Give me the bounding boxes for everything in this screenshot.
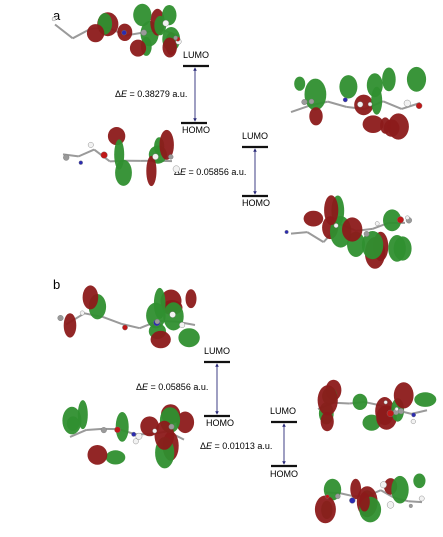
orbital-image-a-bottom-right	[284, 195, 413, 269]
homo-label: HOMO	[182, 125, 210, 135]
lumo-label: LUMO	[183, 50, 209, 60]
orbital-image-b-bottom-left	[62, 400, 195, 469]
lumo-label: LUMO	[270, 406, 296, 416]
homo-label: HOMO	[242, 198, 270, 208]
energy-level-pair-a1: LUMO HOMO ΔE = 0.38279 a.u.	[115, 50, 210, 135]
panel-label-a: a	[53, 8, 61, 23]
panel-label-b: b	[53, 277, 60, 292]
homo-label: HOMO	[206, 418, 234, 428]
energy-level-pair-b1: LUMO HOMO ΔE = 0.05856 a.u.	[136, 346, 234, 428]
orbital-image-b-mid-right	[317, 379, 437, 432]
orbital-image-b-top-left	[57, 285, 200, 349]
energy-gap-label: ΔE = 0.05856 a.u.	[136, 382, 208, 392]
energy-gap-label: ΔE = 0.01013 a.u.	[200, 441, 272, 451]
energy-level-pair-a2: LUMO HOMO ΔE = 0.05856 a.u.	[174, 131, 270, 208]
homo-label: HOMO	[270, 469, 298, 479]
energy-gap-label: ΔE = 0.38279 a.u.	[115, 89, 187, 99]
orbital-image-a-top-left	[51, 3, 182, 58]
lumo-label: LUMO	[204, 346, 230, 356]
energy-level-pair-b2: LUMO HOMO ΔE = 0.01013 a.u.	[200, 406, 298, 479]
lumo-label: LUMO	[242, 131, 268, 141]
orbital-image-a-mid-right	[290, 66, 427, 140]
orbital-image-a-mid-left	[62, 127, 180, 187]
energy-gap-label: ΔE = 0.05856 a.u.	[174, 167, 246, 177]
orbital-image-b-bottom-right	[314, 473, 426, 524]
